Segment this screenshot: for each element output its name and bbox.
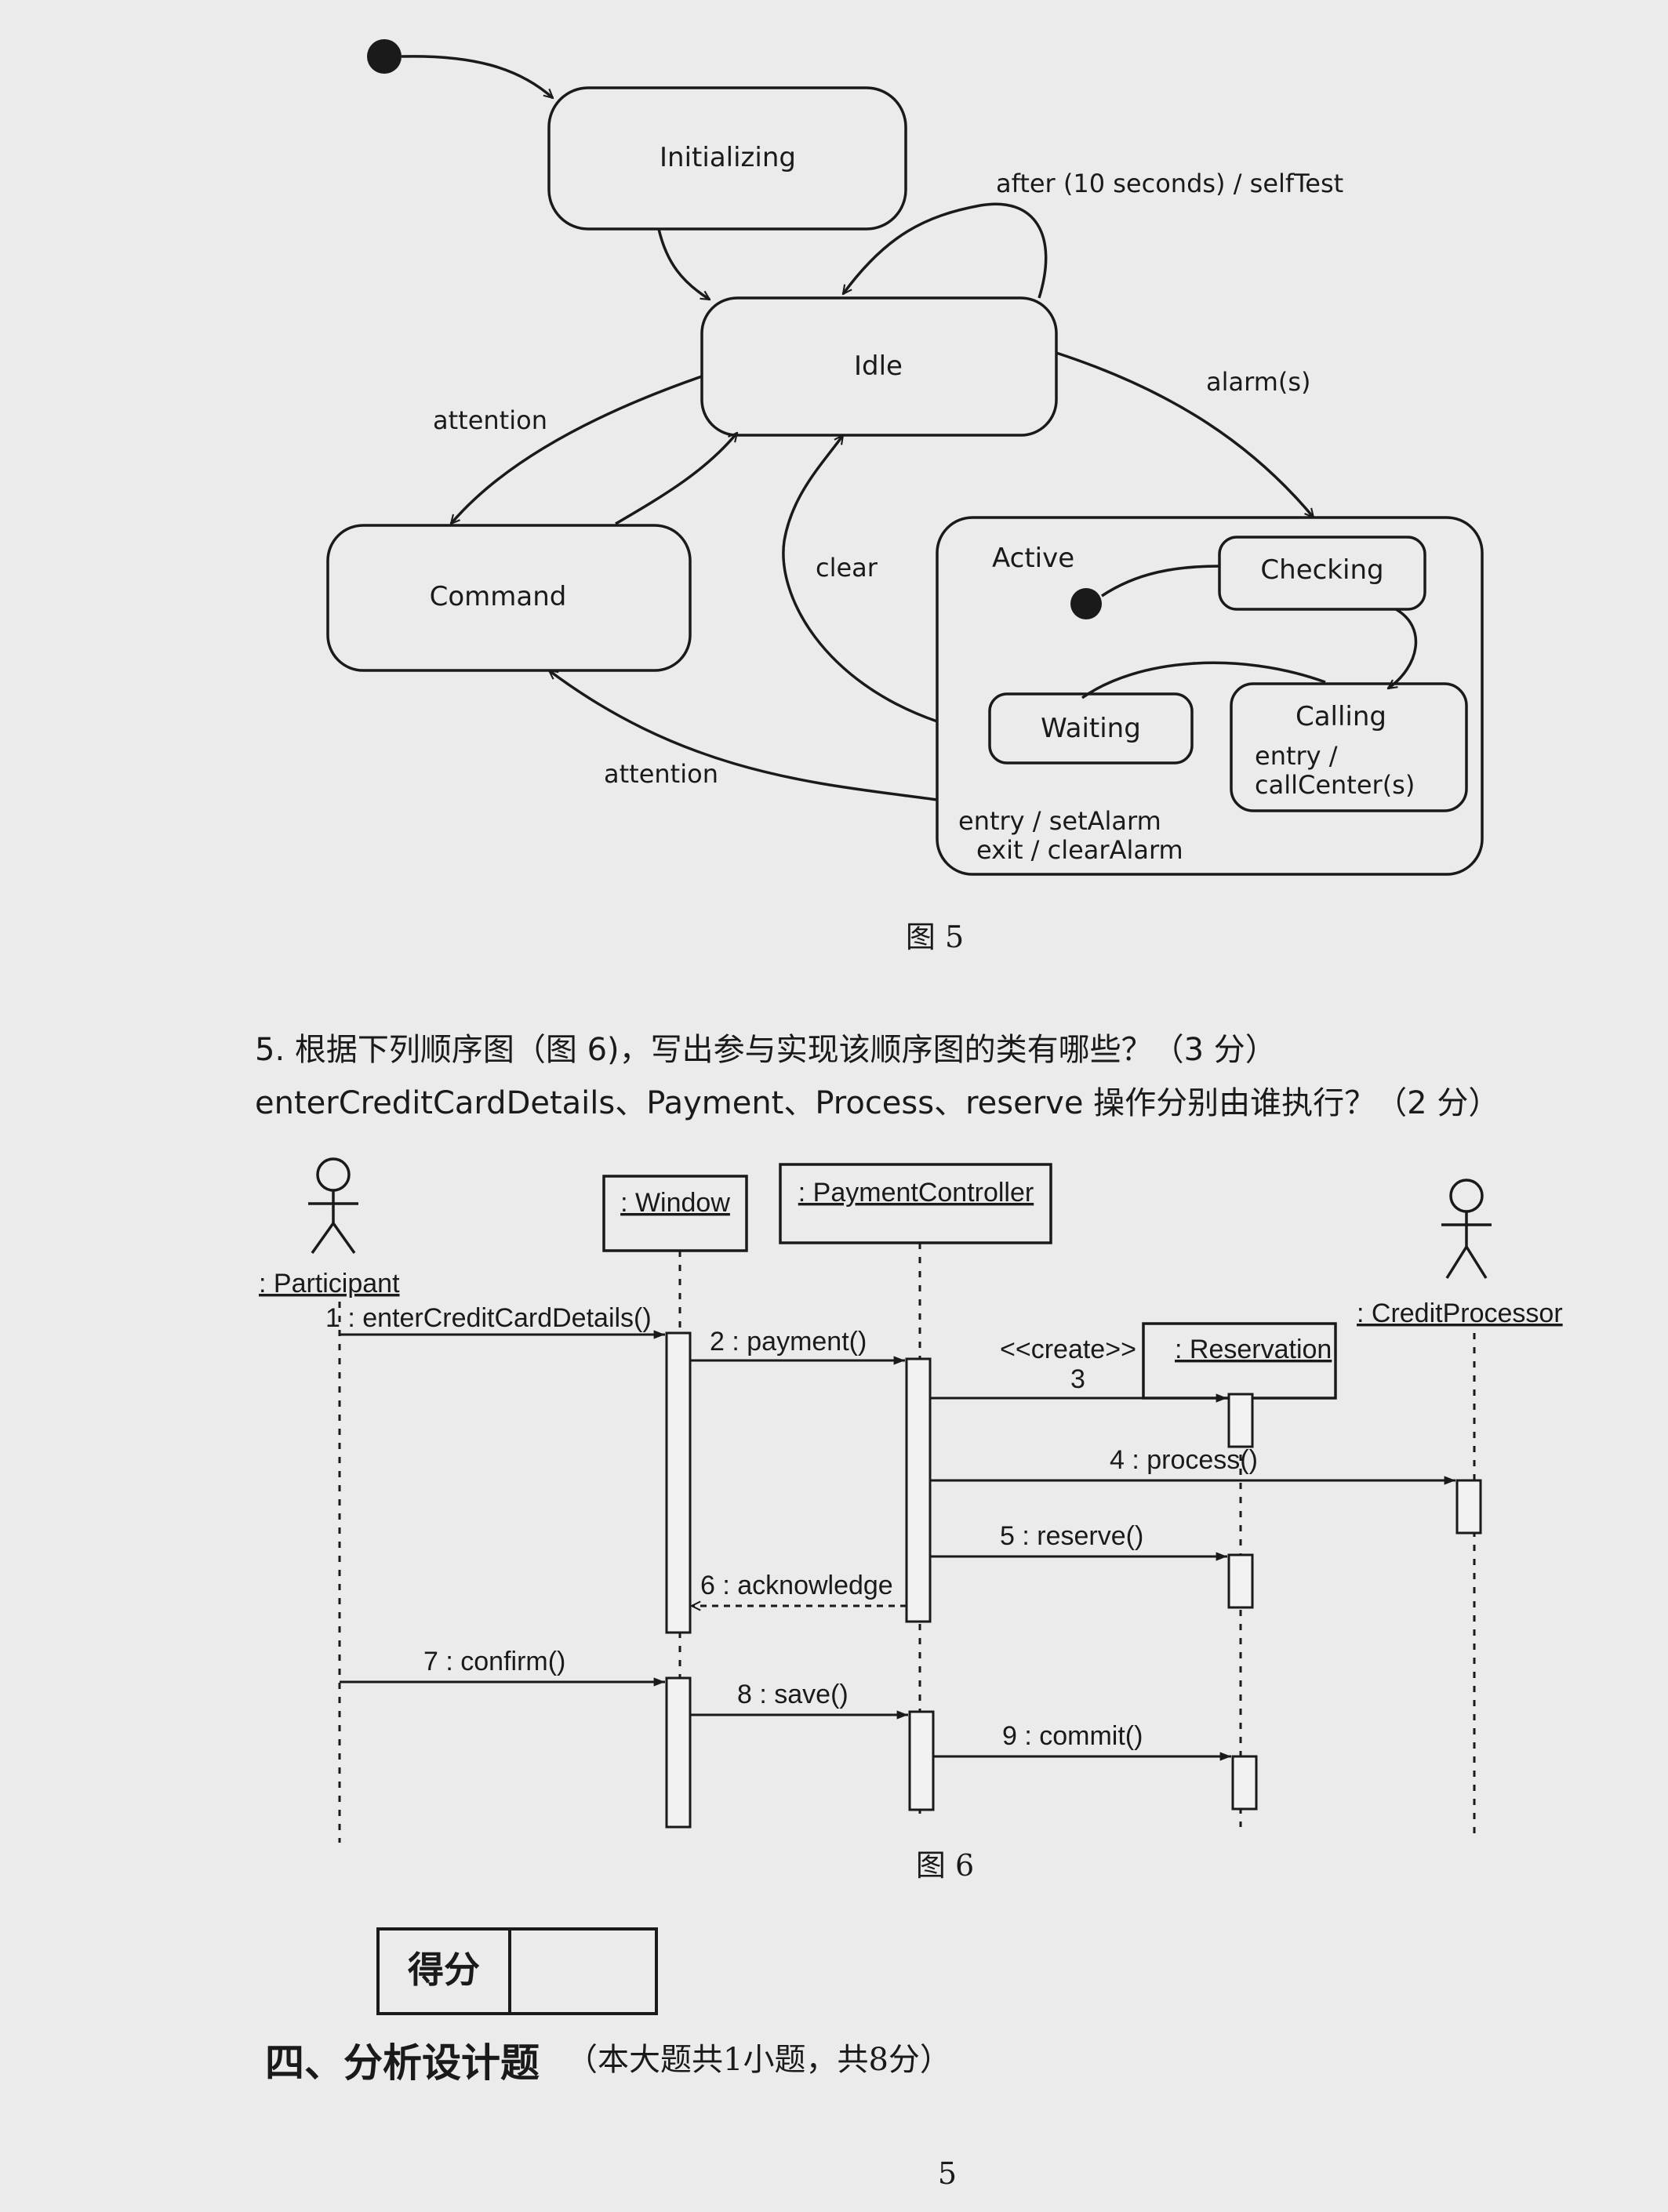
activation-reservation-2 [1227,1553,1254,1609]
state-checking [1218,536,1426,611]
state-calling-label: Calling [1296,701,1386,732]
transition-clear [782,435,938,723]
transition-attention-top [451,375,703,524]
question-line2: enterCreditCardDetails、Payment、Process、r… [255,1085,1499,1121]
activation-reservation-1 [1227,1393,1254,1448]
activation-controller-1 [905,1357,932,1623]
score-box: 得分 [376,1927,658,2015]
activation-reservation-3 [1231,1755,1258,1811]
transition-self-test [841,202,1048,299]
state-checking-label: Checking [1260,554,1383,586]
state-command [326,524,692,672]
message-2-label: 2 : payment() [710,1327,867,1357]
message-9-label: 9 : commit() [1002,1721,1143,1751]
state-diagram: Initializing Idle after (10 seconds) / s… [326,39,1484,954]
message-5-label: 5 : reserve() [1000,1521,1143,1551]
actor-participant [308,1157,358,1255]
reservation-label: : Reservation [1175,1335,1332,1364]
state-idle-label: Idle [854,351,903,382]
activation-credit-processor [1455,1479,1482,1535]
message-3-label: 3 [1070,1364,1085,1394]
transition-initial [401,55,553,98]
state-waiting [988,692,1194,765]
credit-processor-label: : CreditProcessor [1357,1299,1563,1328]
message-3-stereotype: <<create>> [1000,1335,1136,1364]
transition-clear-label: clear [816,553,878,583]
message-7-label: 7 : confirm() [423,1647,565,1676]
page-number: 5 [938,2156,957,2191]
actor-credit-processor [1441,1179,1492,1279]
section-title: 四、分析设计题 [265,2039,540,2086]
state-initializing [547,86,907,231]
transition-calling-waiting [1081,661,1326,699]
active-entry-action: entry / setAlarm [958,806,1161,836]
transition-init-idle [657,228,710,301]
sequence-diagram: : Participant : CreditProcessor : Window… [259,1157,1563,1883]
initial-state-dot [367,39,402,74]
actor-credit-processor-head [1449,1179,1484,1213]
message-1-label: 1 : enterCreditCardDetails() [325,1303,652,1333]
participant-label: : Participant [259,1269,400,1299]
question-line1: 5. 根据下列顺序图（图 6)，写出参与实现该顺序图的类有哪些？（3 分） [255,1032,1277,1068]
window-box [602,1175,748,1252]
section-note: （本大题共1小题，共8分） [566,2042,951,2078]
activation-controller-2 [908,1710,935,1811]
figure6-caption: 图 6 [916,1848,974,1883]
state-idle [700,296,1058,437]
message-8-label: 8 : save() [737,1680,849,1709]
state-calling [1230,682,1468,812]
active-exit-action: exit / clearAlarm [976,835,1183,865]
state-waiting-label: Waiting [1041,713,1141,744]
transition-attention-bottom [549,670,938,801]
actor-participant-head [316,1157,351,1192]
activation-window-1 [665,1331,692,1634]
message-4-label: 4 : process() [1110,1445,1258,1475]
figure5-caption: 图 5 [906,920,964,954]
score-label: 得分 [408,1949,480,1991]
message-6-label: 6 : acknowledge [700,1571,893,1600]
active-initial-dot [1070,588,1102,619]
payment-controller-label: : PaymentController [798,1178,1034,1208]
transition-alarm [1056,351,1314,518]
transition-active-initial [1101,565,1220,597]
window-label: : Window [620,1188,730,1218]
state-command-label: Command [430,581,567,612]
payment-controller-box [779,1163,1052,1244]
activation-window-2 [665,1676,692,1829]
calling-entry-line1: entry / [1255,741,1338,771]
state-initializing-label: Initializing [660,142,796,173]
transition-command-idle [615,433,737,525]
calling-entry-line2: callCenter(s) [1255,770,1415,800]
transition-attention-top-label: attention [433,405,547,435]
transition-self-test-label: after (10 seconds) / selfTest [996,169,1343,198]
transition-checking-calling [1388,608,1418,690]
transition-attention-bottom-label: attention [604,759,718,789]
state-active [936,516,1484,876]
transition-alarm-label: alarm(s) [1206,367,1311,397]
state-active-label: Active [992,543,1074,574]
